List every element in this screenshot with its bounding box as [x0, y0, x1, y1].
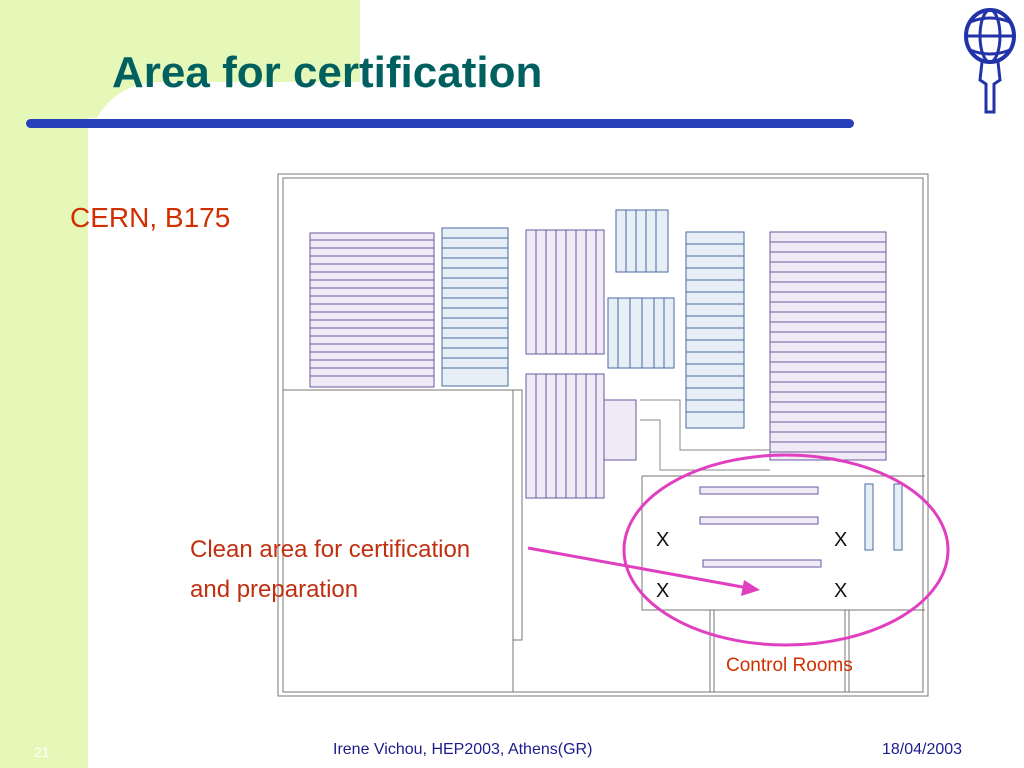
annotation-line-1: Clean area for certification: [190, 536, 471, 563]
arrow-head-icon: [741, 580, 760, 596]
footer-date: 18/04/2003: [882, 741, 963, 758]
clean-area-annotation: Clean area for certification and prepara…: [190, 530, 470, 610]
atlas-logo-icon: [964, 8, 1016, 114]
marker-3: X: [656, 580, 669, 602]
sidebar-band: [0, 0, 88, 768]
plan-walls: [277, 173, 929, 697]
marker-1: X: [656, 529, 669, 551]
slide-number: 21: [34, 744, 50, 760]
marker-4: X: [834, 580, 847, 602]
location-label: CERN, B175: [70, 202, 231, 233]
certification-markers: X X X X: [656, 529, 847, 602]
control-rooms-label: Control Rooms: [726, 655, 853, 676]
marker-2: X: [834, 529, 847, 551]
equipment-racks: [309, 209, 903, 568]
clean-area-highlight: [622, 453, 950, 647]
annotation-line-2: and preparation: [190, 576, 359, 603]
footer-author: Irene Vichou, HEP2003, Athens(GR): [333, 741, 593, 758]
slide-title: Area for certification: [112, 48, 543, 97]
pointer-arrow: [527, 546, 749, 590]
title-underline: [26, 119, 854, 128]
content-corner: [88, 82, 388, 242]
